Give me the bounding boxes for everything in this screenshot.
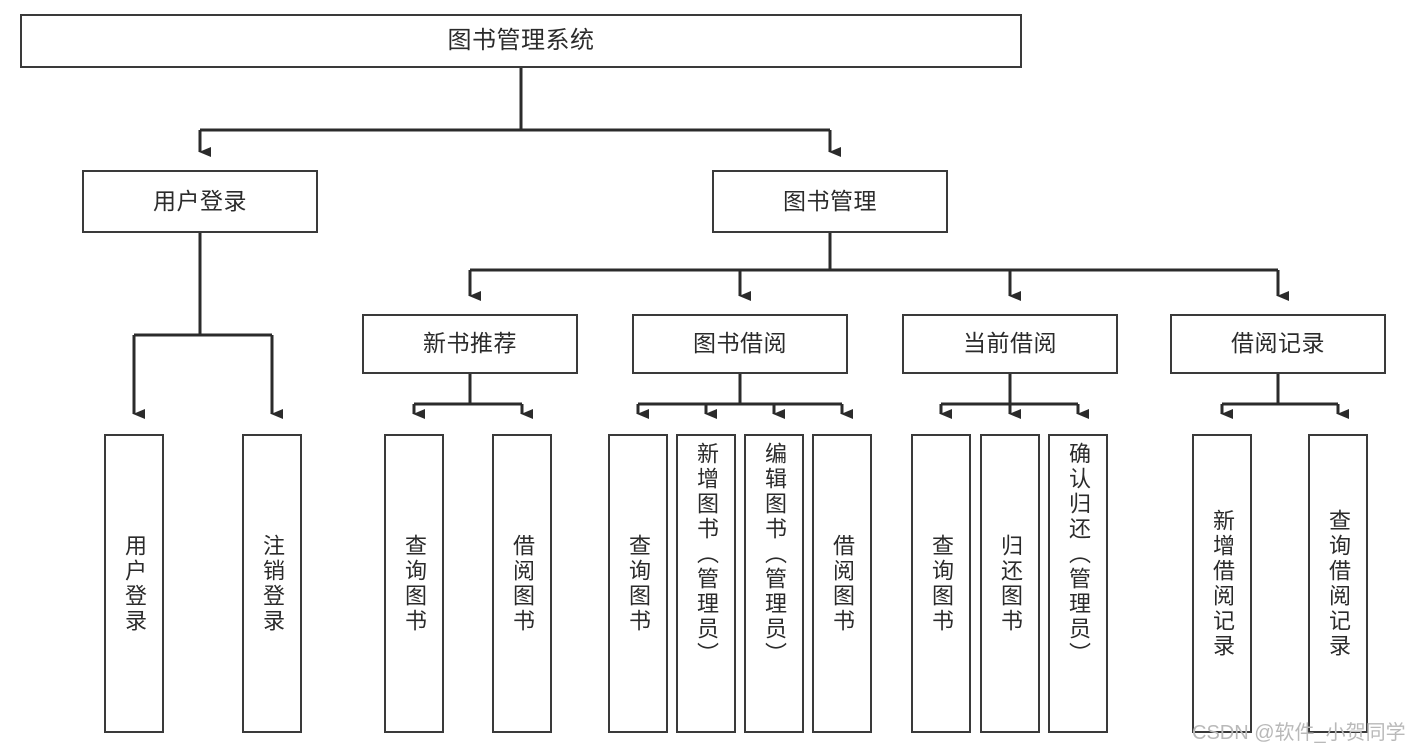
node-label: 查询图书 [402, 533, 427, 634]
node-label: 查询图书 [626, 533, 651, 634]
node-user-login[interactable]: 用户登录 [82, 170, 318, 233]
node-leaf-query-book-borrow[interactable]: 查询图书 [608, 434, 668, 733]
node-label: 查询借阅记录 [1326, 508, 1351, 659]
node-leaf-add-book-admin[interactable]: 新增图书（管理员） [676, 434, 736, 733]
node-label: 新增借阅记录 [1210, 508, 1235, 659]
node-book-borrow[interactable]: 图书借阅 [632, 314, 848, 374]
node-label: 编辑图书（管理员） [762, 442, 787, 667]
node-label: 归还图书 [998, 533, 1023, 634]
node-leaf-confirm-return-admin[interactable]: 确认归还（管理员） [1048, 434, 1108, 733]
node-label: 新增图书（管理员） [694, 442, 719, 667]
node-leaf-logout[interactable]: 注销登录 [242, 434, 302, 733]
node-label: 注销登录 [260, 533, 285, 634]
node-leaf-query-book-current[interactable]: 查询图书 [911, 434, 971, 733]
node-leaf-user-login[interactable]: 用户登录 [104, 434, 164, 733]
node-label: 借阅图书 [830, 533, 855, 634]
node-leaf-return-book[interactable]: 归还图书 [980, 434, 1040, 733]
node-label: 新书推荐 [423, 330, 517, 357]
node-current-borrow[interactable]: 当前借阅 [902, 314, 1118, 374]
csdn-watermark: CSDN @软件_小贺同学 [1192, 722, 1405, 744]
node-new-book-recommendation[interactable]: 新书推荐 [362, 314, 578, 374]
node-label: 图书管理系统 [447, 26, 595, 54]
node-label: 查询图书 [929, 533, 954, 634]
node-label: 借阅图书 [510, 533, 535, 634]
node-leaf-borrow-book-newbook[interactable]: 借阅图书 [492, 434, 552, 733]
node-label: 确认归还（管理员） [1066, 442, 1091, 667]
node-book-management[interactable]: 图书管理 [712, 170, 948, 233]
node-label: 图书借阅 [693, 330, 787, 357]
node-label: 用户登录 [122, 533, 147, 634]
node-label: 当前借阅 [963, 330, 1057, 357]
node-leaf-borrow-book-borrow[interactable]: 借阅图书 [812, 434, 872, 733]
node-label: 图书管理 [783, 187, 877, 214]
node-leaf-query-borrow-record[interactable]: 查询借阅记录 [1308, 434, 1368, 733]
node-label: 借阅记录 [1231, 330, 1325, 357]
node-label: 用户登录 [153, 187, 247, 214]
node-borrow-record[interactable]: 借阅记录 [1170, 314, 1386, 374]
node-leaf-query-book-newbook[interactable]: 查询图书 [384, 434, 444, 733]
node-leaf-edit-book-admin[interactable]: 编辑图书（管理员） [744, 434, 804, 733]
node-root-book-management-system[interactable]: 图书管理系统 [20, 14, 1022, 68]
node-leaf-add-borrow-record[interactable]: 新增借阅记录 [1192, 434, 1252, 733]
